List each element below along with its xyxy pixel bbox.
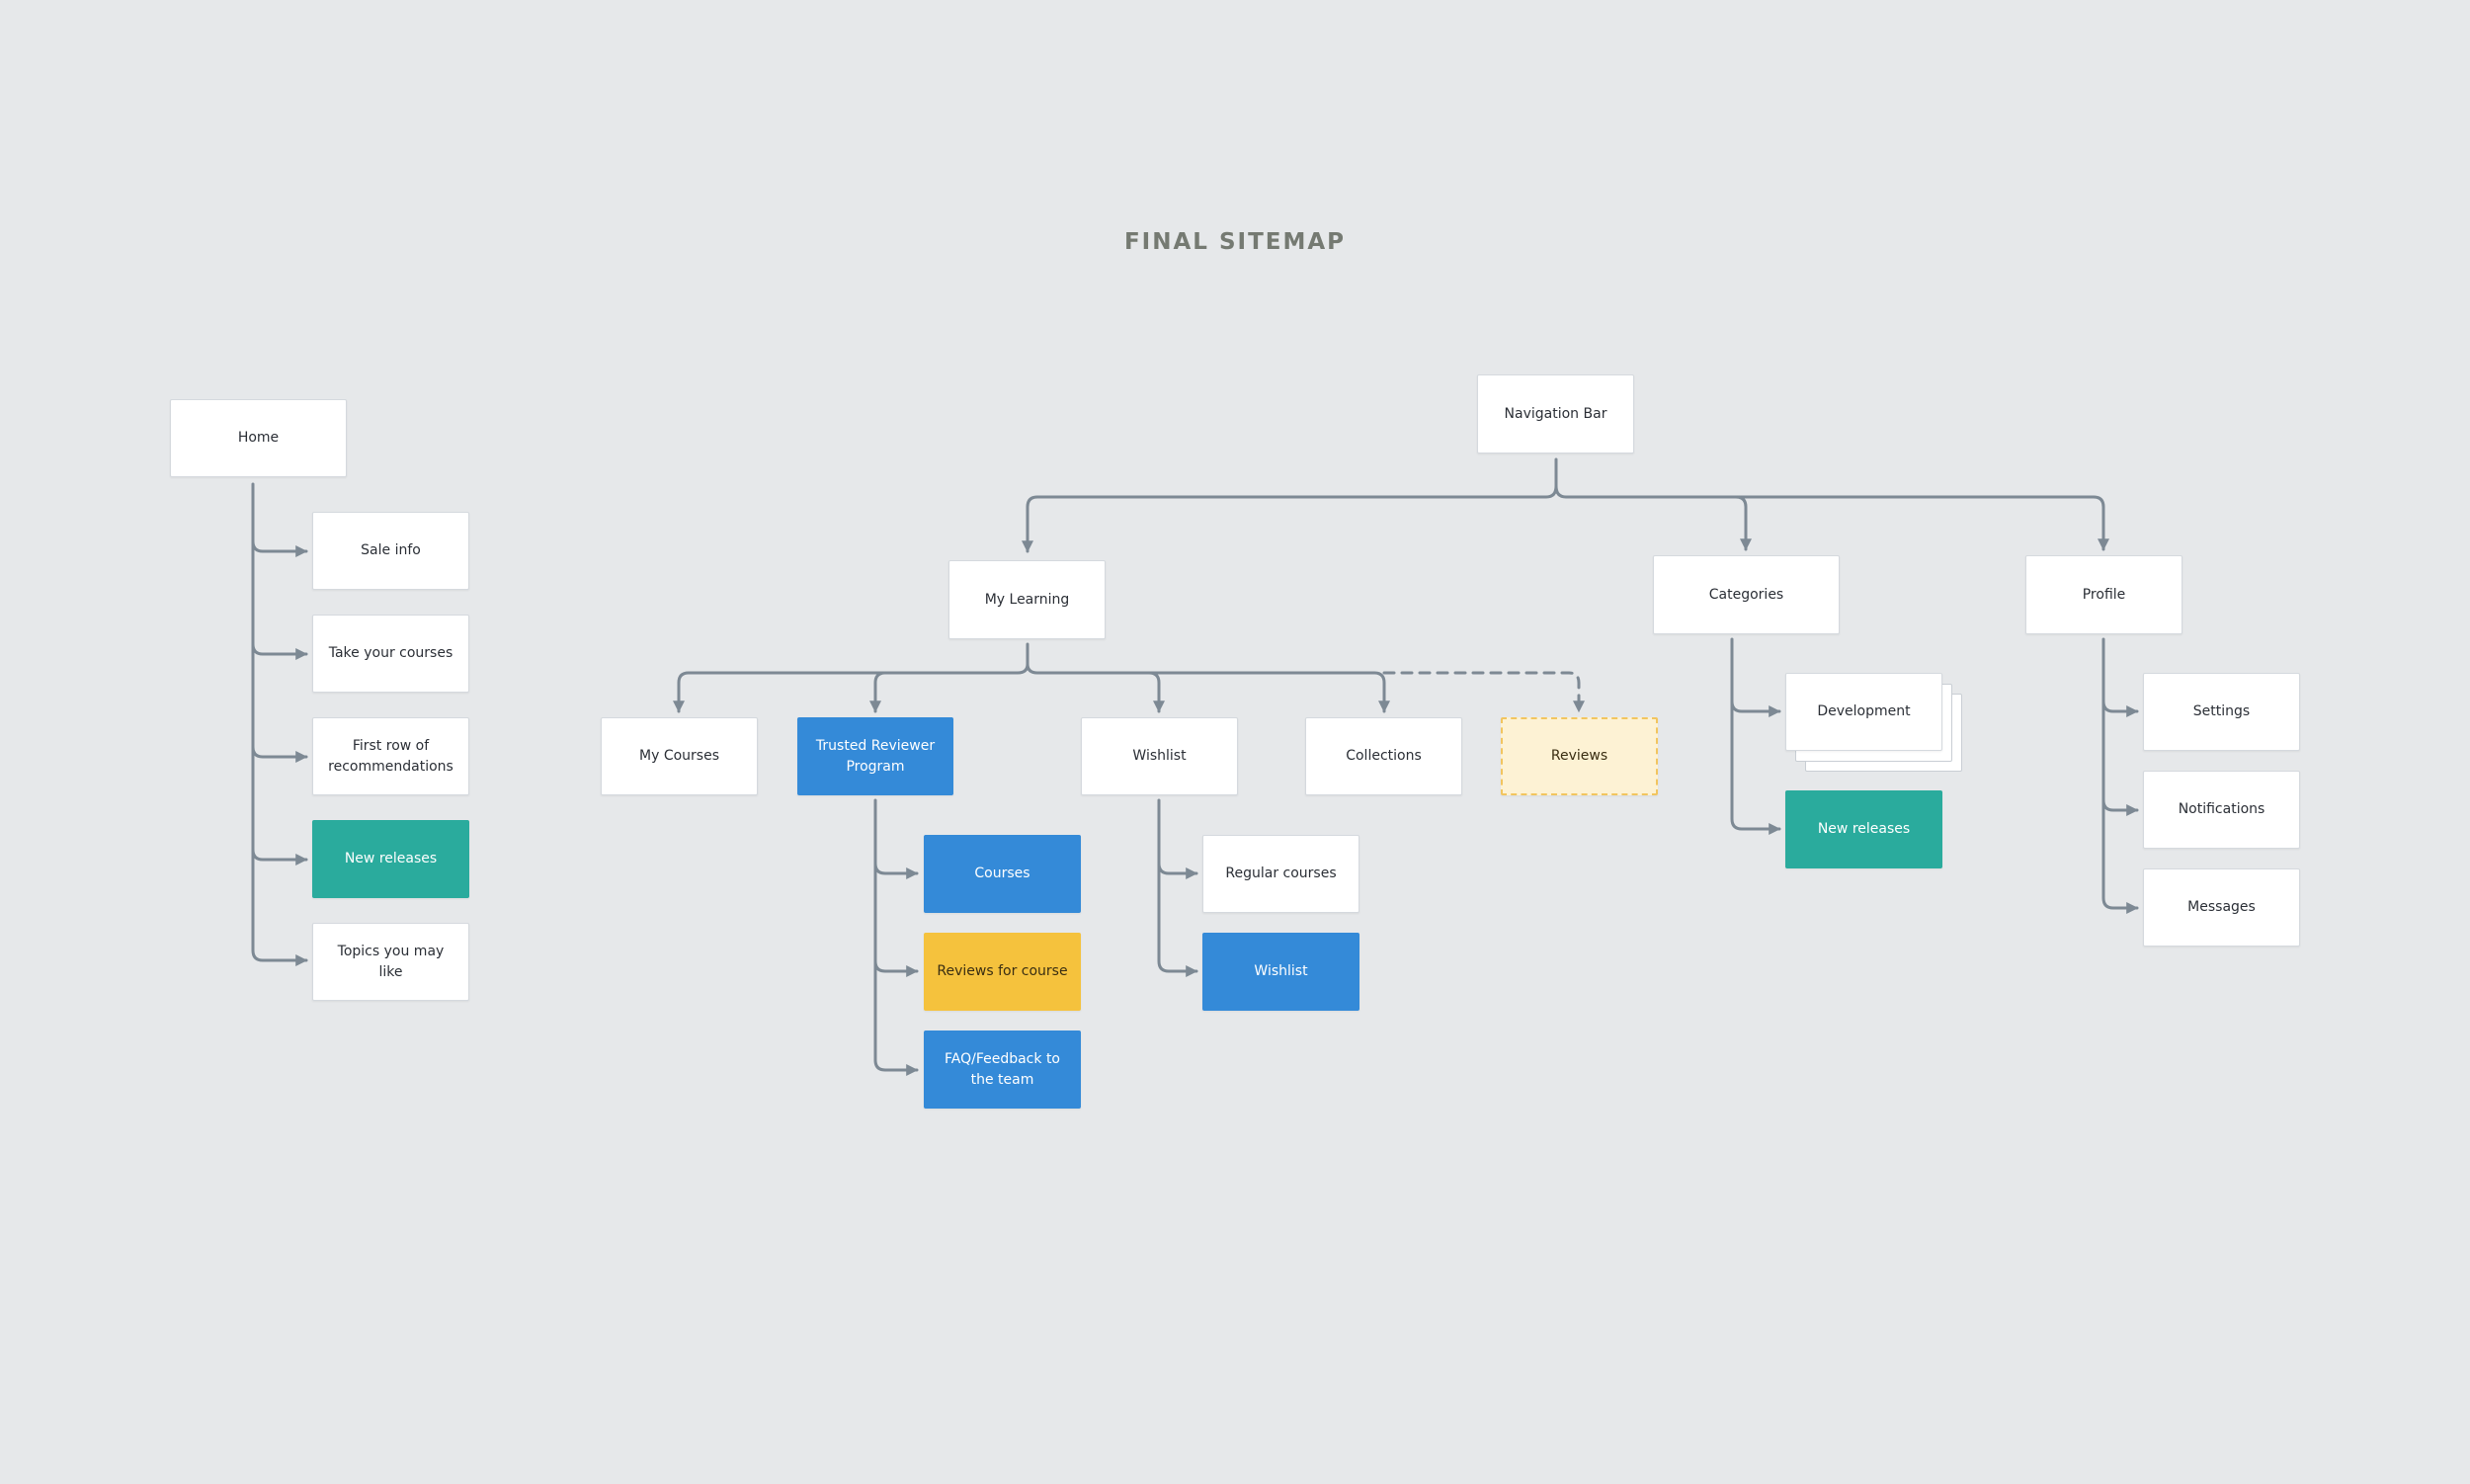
node-faq-feedback[interactable]: FAQ/Feedback to the team bbox=[924, 1031, 1081, 1109]
connector-ml-trusted bbox=[869, 671, 887, 713]
connector-profile-notifications bbox=[2101, 798, 2139, 816]
connector-nav-categories bbox=[1734, 495, 1752, 551]
connector-home-new bbox=[251, 848, 308, 866]
connector-nav-stem bbox=[1022, 457, 1558, 553]
connector-profile-settings bbox=[2101, 700, 2139, 717]
connector-trp-trunk bbox=[873, 798, 919, 1076]
node-messages[interactable]: Messages bbox=[2143, 868, 2300, 947]
connector-cat-trunk bbox=[1730, 637, 1781, 835]
connector-ml-wishlist bbox=[1147, 671, 1165, 713]
node-take-your-courses[interactable]: Take your courses bbox=[312, 615, 469, 693]
node-categories-new-releases[interactable]: New releases bbox=[1785, 790, 1942, 868]
node-home-new-releases[interactable]: New releases bbox=[312, 820, 469, 898]
node-regular-courses[interactable]: Regular courses bbox=[1202, 835, 1359, 913]
connector-wish-trunk bbox=[1157, 798, 1198, 977]
connector-trp-courses bbox=[873, 862, 919, 879]
node-courses[interactable]: Courses bbox=[924, 835, 1081, 913]
node-collections[interactable]: Collections bbox=[1305, 717, 1462, 795]
node-navigation-bar[interactable]: Navigation Bar bbox=[1477, 374, 1634, 453]
node-sale-info[interactable]: Sale info bbox=[312, 512, 469, 590]
node-notifications[interactable]: Notifications bbox=[2143, 771, 2300, 849]
node-settings[interactable]: Settings bbox=[2143, 673, 2300, 751]
connector-ml-stem bbox=[673, 642, 1029, 713]
node-first-row-recommendations[interactable]: First row of recommendations bbox=[312, 717, 469, 795]
node-wishlist[interactable]: Wishlist bbox=[1081, 717, 1238, 795]
node-categories[interactable]: Categories bbox=[1653, 555, 1840, 634]
connector-trp-reviews bbox=[873, 959, 919, 977]
node-reviews[interactable]: Reviews bbox=[1501, 717, 1658, 795]
connector-home-trunk bbox=[251, 482, 308, 966]
node-my-learning[interactable]: My Learning bbox=[948, 560, 1106, 639]
connector-profile-trunk bbox=[2101, 637, 2139, 914]
connector-home-sale bbox=[251, 539, 308, 557]
connector-ml-right bbox=[1026, 662, 1390, 713]
node-profile[interactable]: Profile bbox=[2025, 555, 2182, 634]
node-reviews-for-course[interactable]: Reviews for course bbox=[924, 933, 1081, 1011]
node-wishlist-child[interactable]: Wishlist bbox=[1202, 933, 1359, 1011]
connector-nav-right bbox=[1554, 484, 2109, 551]
node-my-courses[interactable]: My Courses bbox=[601, 717, 758, 795]
connector-cat-dev bbox=[1730, 700, 1781, 717]
connector-wish-regular bbox=[1157, 862, 1198, 879]
node-home[interactable]: Home bbox=[170, 399, 347, 477]
node-topics-you-may-like[interactable]: Topics you may like bbox=[312, 923, 469, 1001]
page-title: FINAL SITEMAP bbox=[1123, 229, 1347, 255]
connector-ml-reviews bbox=[1382, 671, 1585, 713]
connector-home-first bbox=[251, 745, 308, 763]
connector-home-take bbox=[251, 642, 308, 660]
node-trusted-reviewer-program[interactable]: Trusted Reviewer Program bbox=[797, 717, 953, 795]
node-development[interactable]: Development bbox=[1785, 673, 1942, 751]
